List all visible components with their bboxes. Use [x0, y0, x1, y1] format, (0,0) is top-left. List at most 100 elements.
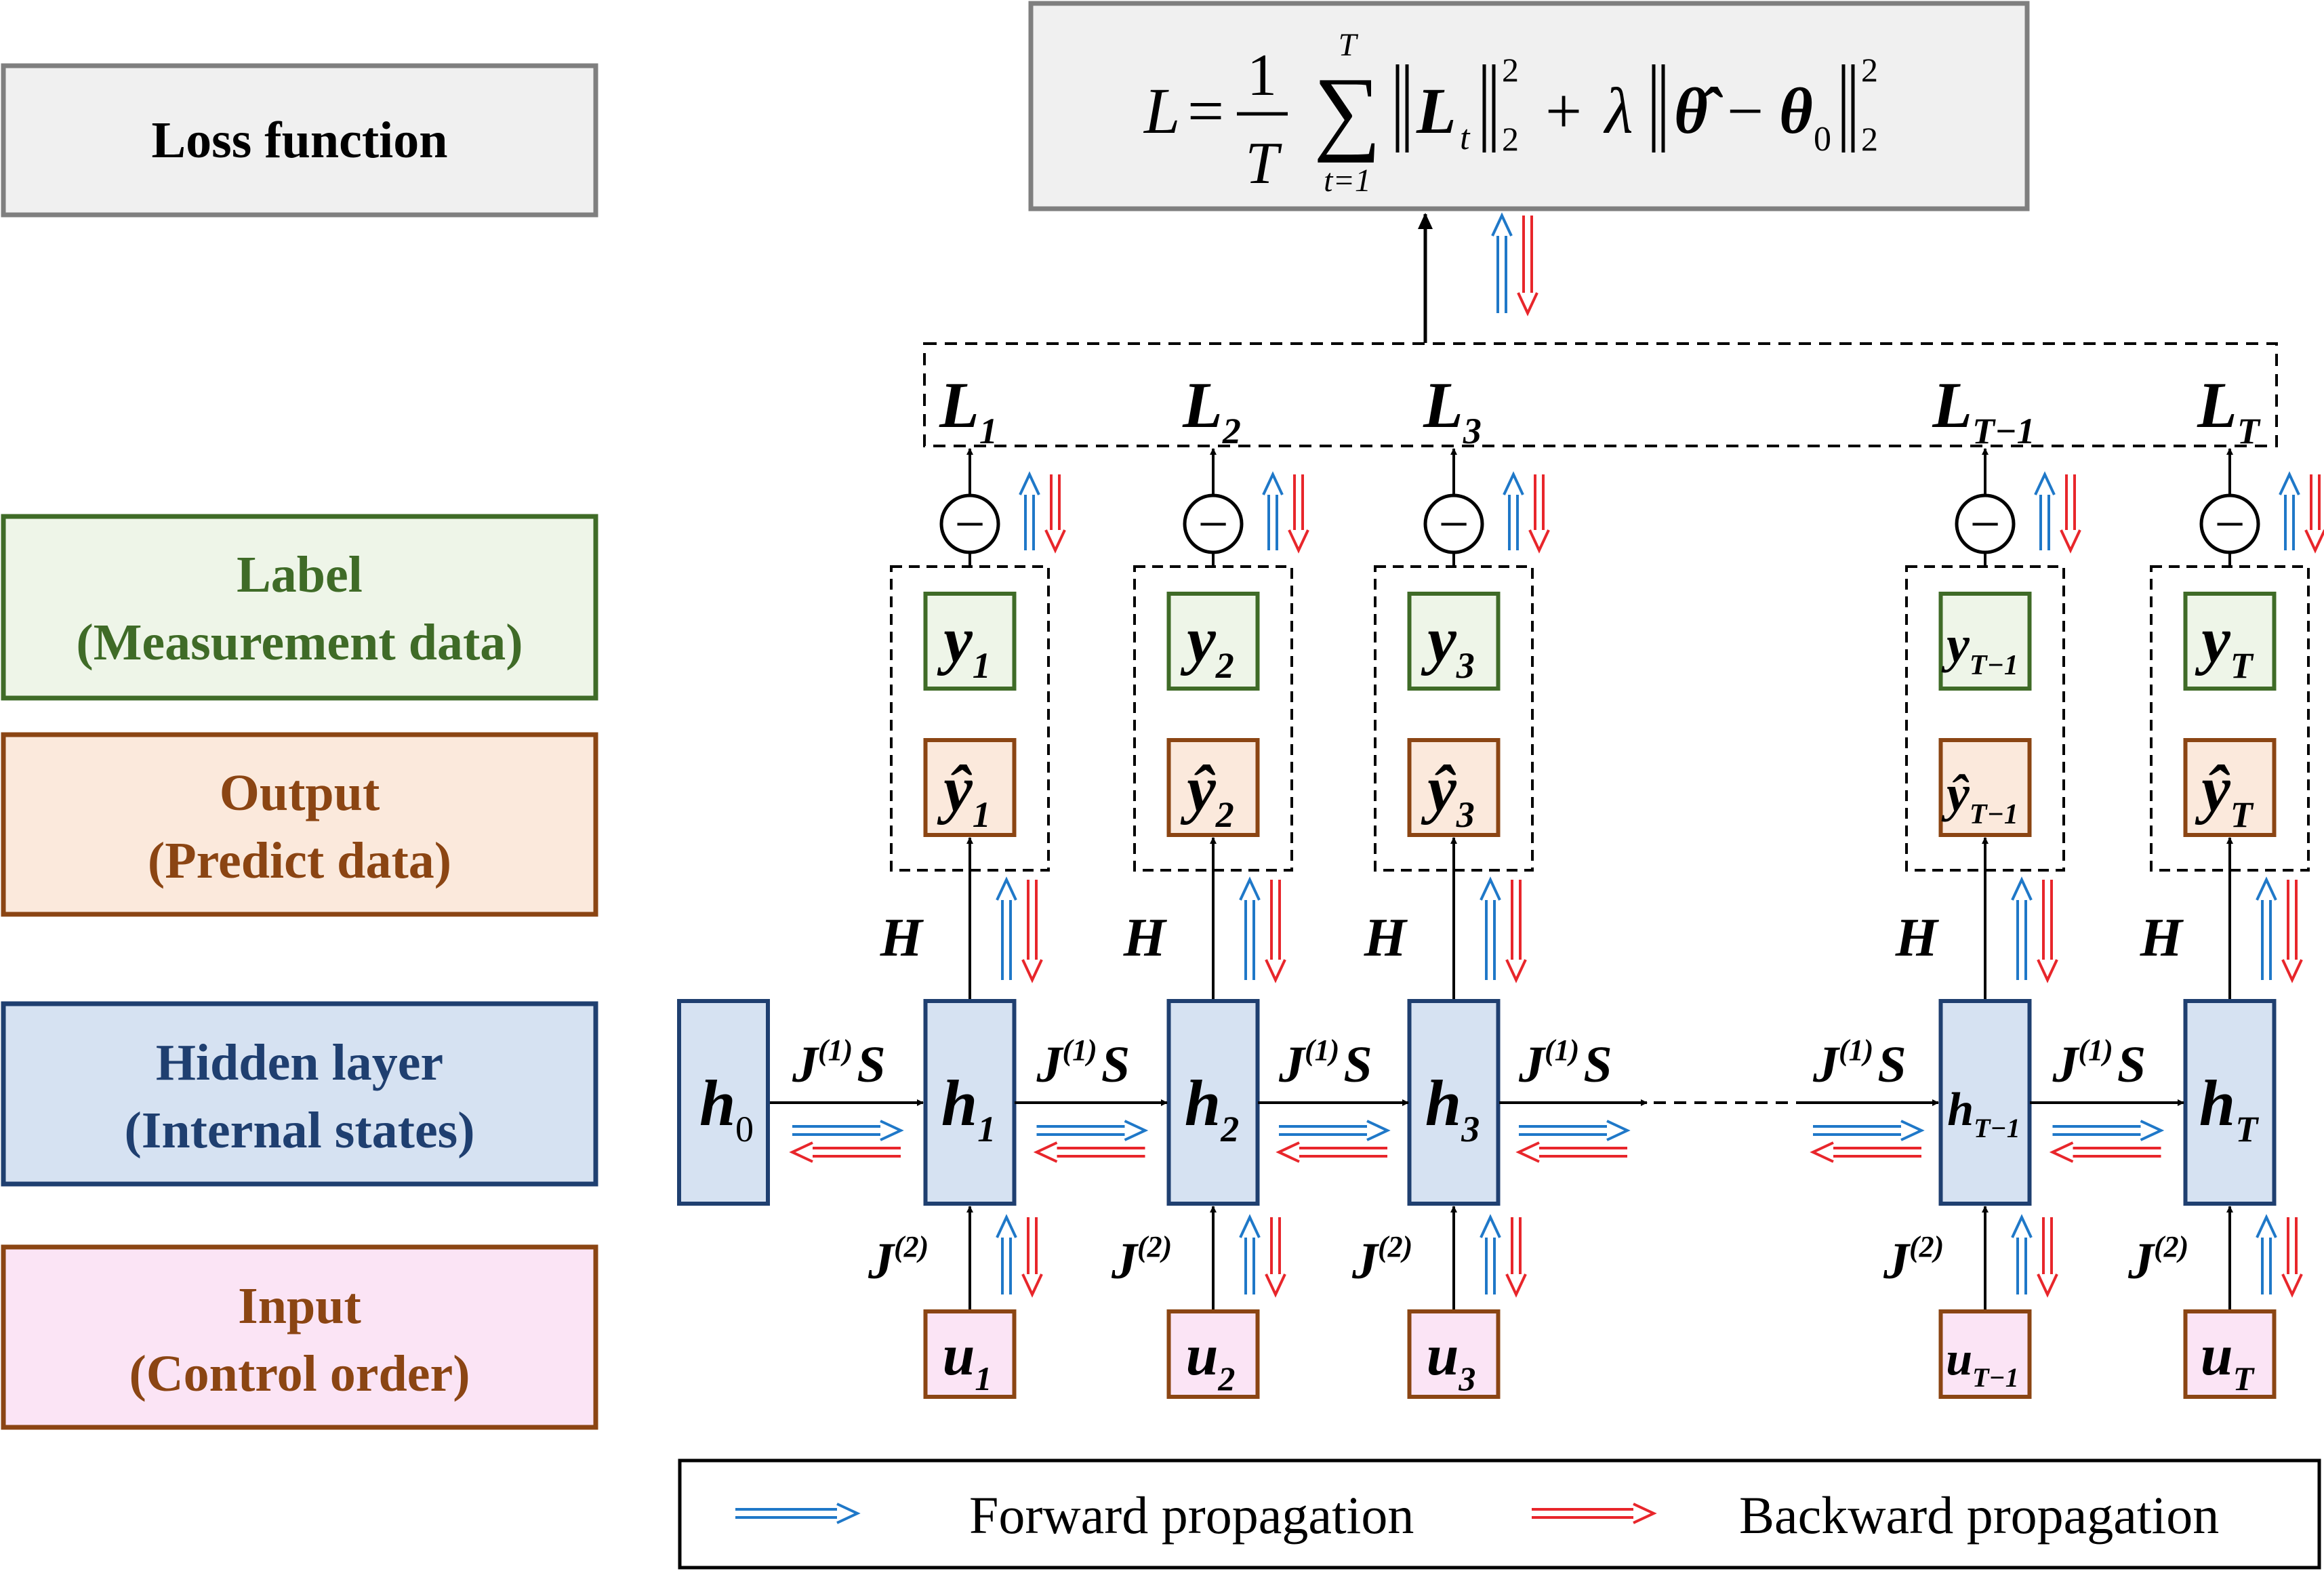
forward-propagation-arrow-icon — [1480, 876, 1501, 980]
input-jacobian-label: J(2) — [868, 1230, 929, 1290]
output-box: ŷ1 — [923, 738, 1017, 837]
backward-propagation-arrow-icon — [1810, 1141, 1921, 1163]
hidden-state-box: hT−1 — [1938, 999, 2032, 1206]
hidden-state-box: h2 — [1166, 999, 1260, 1206]
hidden-state-h0: h 0 — [677, 999, 770, 1206]
hidden-state-box: hT — [2183, 999, 2277, 1206]
subtract-symbol: − — [954, 495, 985, 554]
backward-propagation-arrow-icon — [2049, 1141, 2161, 1163]
forward-propagation-arrow-icon — [1019, 471, 1040, 550]
formula-term1-var: L — [1416, 75, 1456, 147]
backward-propagation-arrow-icon — [789, 1141, 901, 1163]
input-var: uT−1 — [1946, 1333, 2019, 1393]
forward-propagation-arrow-shape — [735, 1503, 861, 1524]
forward-propagation-arrow-icon — [1239, 1214, 1261, 1294]
formula-norm2-sub: 2 — [1861, 120, 1878, 158]
forward-propagation-arrow-icon — [2034, 471, 2056, 550]
subtract-node-icon: − — [1183, 493, 1244, 554]
input-var: u2 — [1186, 1322, 1236, 1397]
legend-label-text-1: Label — [237, 546, 363, 603]
backward-propagation-arrow-icon — [1288, 474, 1309, 554]
loss-term-label: L3 — [1423, 369, 1482, 451]
backward-propagation-arrow-icon — [1021, 1217, 1043, 1298]
label-box: yT−1 — [1938, 592, 2032, 691]
legend-label-box: Label (Measurement data) — [1, 514, 598, 701]
output-matrix-label: H — [1895, 908, 1940, 968]
subtract-node-icon: − — [1955, 493, 2016, 554]
formula-norm2-sup: 2 — [1861, 51, 1878, 89]
forward-propagation-arrow-icon — [2011, 876, 2033, 980]
output-matrix-label: H — [1364, 908, 1408, 968]
subtract-node-icon: − — [1423, 493, 1484, 554]
formula-sum-top: T — [1339, 27, 1359, 63]
backward-propagation-arrow-icon — [1033, 1141, 1145, 1163]
forward-propagation-arrow-icon — [735, 1503, 861, 1524]
state-jacobian-label: J(1)S — [1518, 1034, 1612, 1093]
input-box: uT−1 — [1938, 1309, 2032, 1399]
formula-minus: − — [1727, 75, 1764, 147]
loss-term-label: L1 — [939, 369, 998, 451]
output-box: ŷ3 — [1407, 738, 1501, 837]
subtract-symbol: − — [1438, 495, 1469, 554]
hidden-state-box: h1 — [923, 999, 1017, 1206]
formula-eq: = — [1187, 75, 1224, 147]
legend-loss-box: Loss function — [1, 63, 598, 218]
forward-propagation-arrow-icon — [2256, 1214, 2277, 1294]
label-box: y2 — [1166, 592, 1260, 691]
formula-norm1-sub: 2 — [1502, 120, 1519, 158]
forward-propagation-arrow-icon — [2256, 876, 2277, 980]
hidden-state-var: h1 — [941, 1067, 996, 1149]
forward-propagation-arrow-icon — [792, 1120, 904, 1141]
forward-propagation-arrow-icon — [1519, 1120, 1631, 1141]
backward-propagation-arrow-icon — [2281, 1217, 2303, 1298]
legend-hidden-box: Hidden layer (Internal states) — [1, 1001, 598, 1187]
state-jacobian-label: J(1)S — [2052, 1034, 2146, 1093]
output-box: ŷ2 — [1166, 738, 1260, 837]
legend-output-text-1: Output — [220, 764, 380, 821]
backward-propagation-arrow-icon — [2037, 1217, 2058, 1298]
state-transition-0: J(1)S — [770, 1034, 924, 1163]
forward-propagation-arrow-icon — [1491, 212, 1513, 313]
hidden-state-box: h3 — [1407, 999, 1501, 1206]
subtract-symbol: − — [1198, 495, 1228, 554]
forward-propagation-arrow-icon — [1262, 471, 1284, 550]
legend-input-text-1: Input — [238, 1278, 361, 1334]
backward-propagation-arrow-icon — [1265, 1217, 1286, 1298]
loss-term-label: LT — [2197, 369, 2261, 451]
state-transition-4: J(1)S — [1796, 1034, 1939, 1163]
legend-backward-label: Backward propagation — [1739, 1486, 2219, 1545]
output-matrix-label: H — [1123, 908, 1168, 968]
loss-propagation-arrows — [1491, 212, 1538, 317]
formula-lhs: L — [1143, 75, 1180, 147]
output-box: ŷT — [2183, 738, 2277, 837]
input-box: uT — [2183, 1309, 2277, 1399]
forward-propagation-arrow-icon — [2052, 1120, 2165, 1141]
forward-propagation-arrow-icon — [996, 876, 1017, 980]
forward-propagation-arrow-icon — [1813, 1120, 1925, 1141]
legend-hidden-text-1: Hidden layer — [156, 1034, 443, 1091]
backward-propagation-arrow-icon — [1505, 1217, 1527, 1298]
backward-propagation-arrow-icon — [1021, 880, 1043, 983]
formula-frac-num: 1 — [1247, 43, 1277, 108]
input-jacobian-label: J(2) — [1111, 1230, 1172, 1290]
forward-propagation-arrow-icon — [1239, 876, 1261, 980]
forward-propagation-arrow-icon — [1279, 1120, 1391, 1141]
label-box: y3 — [1407, 592, 1501, 691]
input-var: u1 — [943, 1322, 992, 1397]
legend-output-text-2: (Predict data) — [148, 832, 451, 889]
formula-frac-den: T — [1246, 131, 1283, 197]
subtract-symbol: − — [2214, 495, 2245, 554]
legend-input-box: Input (Control order) — [1, 1244, 598, 1430]
state-transition-2: J(1)S — [1258, 1034, 1409, 1163]
input-var: uT — [2201, 1322, 2256, 1397]
output-matrix-label: H — [880, 908, 924, 968]
backward-propagation-arrow-icon — [1044, 474, 1066, 554]
hidden-state-var: hT−1 — [1947, 1084, 2020, 1143]
input-box: u3 — [1407, 1309, 1501, 1399]
backward-propagation-arrow-icon — [1276, 1141, 1387, 1163]
state-transition-3: J(1)S — [1499, 1034, 1648, 1163]
